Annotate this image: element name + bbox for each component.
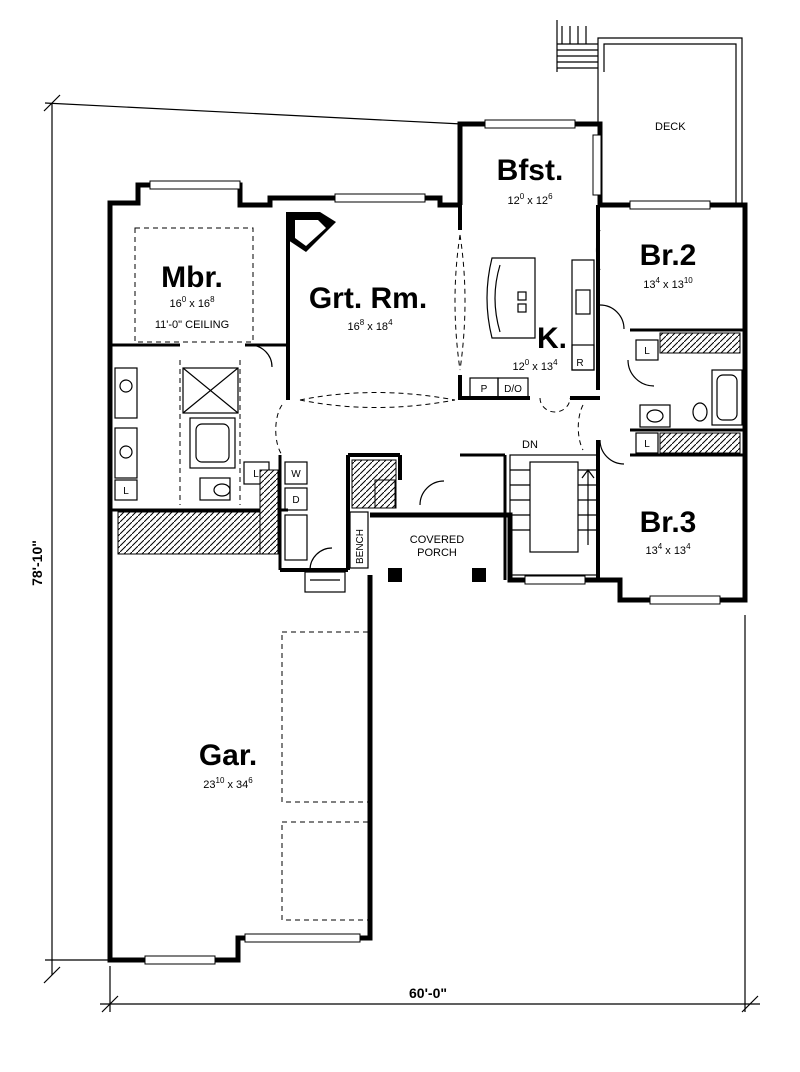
stairs [509, 454, 599, 576]
room-garage-name: Gar. [199, 739, 257, 772]
bench-label: BENCH [355, 529, 366, 564]
dryer-label: D [292, 495, 299, 506]
room-breakfast-dimensions: 120 x 126 [507, 192, 553, 207]
covered-porch-label-line2: PORCH [417, 547, 457, 559]
room-bedroom-3-name: Br.3 [640, 506, 697, 539]
refrigerator-label: R [576, 358, 583, 369]
room-bedroom-3-dimensions: 134 x 134 [645, 542, 691, 557]
room-bedroom-2-name: Br.2 [640, 239, 697, 272]
linen-label-mbath: L [123, 486, 129, 497]
room-bedroom-2: Br.2 134 x 1310 [640, 239, 697, 291]
linen-label-laundry: L [253, 469, 259, 480]
pantry-label: P [481, 384, 488, 395]
room-kitchen-dimensions: 120 x 134 [512, 358, 558, 373]
room-mbr-name: Mbr. [161, 261, 223, 294]
room-breakfast: Bfst. 120 x 126 [497, 154, 564, 207]
room-great-room-name: Grt. Rm. [309, 282, 427, 315]
room-mbr-ceiling-note: 11'-0" CEILING [155, 319, 229, 331]
linen-label-br3: L [644, 439, 650, 450]
room-mbr: Mbr. 160 x 168 11'-0" CEILING [155, 261, 229, 331]
room-breakfast-name: Bfst. [497, 154, 564, 187]
room-great-room: Grt. Rm. 168 x 184 [309, 282, 427, 333]
room-garage-dimensions: 2310 x 346 [203, 776, 253, 791]
fixtures [114, 212, 743, 921]
room-mbr-dimensions: 160 x 168 [169, 295, 215, 310]
overall-depth-label: 78'-10" [29, 540, 45, 586]
windows [144, 119, 721, 965]
overall-width-label: 60'-0" [409, 985, 447, 1001]
stairs-down-label: DN [522, 439, 538, 451]
room-bedroom-3: Br.3 134 x 134 [640, 506, 697, 557]
dishwasher-oven-label: D/O [504, 384, 522, 395]
overall-dimension-lines [43, 94, 760, 1013]
deck-label: DECK [655, 121, 686, 133]
linen-label-br2: L [644, 346, 650, 357]
room-great-room-dimensions: 168 x 184 [347, 318, 393, 333]
room-bedroom-2-dimensions: 134 x 1310 [643, 276, 693, 291]
covered-porch-label-line1: COVERED [410, 534, 464, 546]
room-kitchen: K. 120 x 134 [512, 322, 567, 373]
room-kitchen-name: K. [537, 322, 567, 355]
room-garage: Gar. 2310 x 346 [199, 739, 257, 791]
deck-stairs [556, 20, 598, 72]
washer-label: W [291, 469, 301, 480]
deck [556, 20, 743, 205]
